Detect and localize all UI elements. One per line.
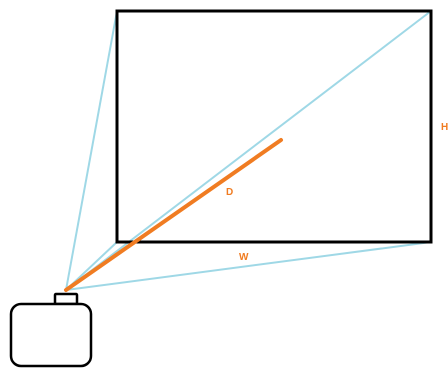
- screen-frame: [115, 9, 433, 244]
- ray-bottom-right: [65, 241, 432, 291]
- ray-top-left: [65, 10, 118, 291]
- ray-top-right: [65, 10, 432, 291]
- projector-icon: [9, 292, 93, 368]
- projector-lens: [53, 292, 79, 306]
- height-label: H: [441, 122, 448, 133]
- projection-rays: [65, 10, 432, 291]
- depth-line: [64, 138, 283, 292]
- width-label: W: [239, 252, 249, 263]
- projector-body: [9, 302, 93, 368]
- depth-label: D: [226, 187, 233, 198]
